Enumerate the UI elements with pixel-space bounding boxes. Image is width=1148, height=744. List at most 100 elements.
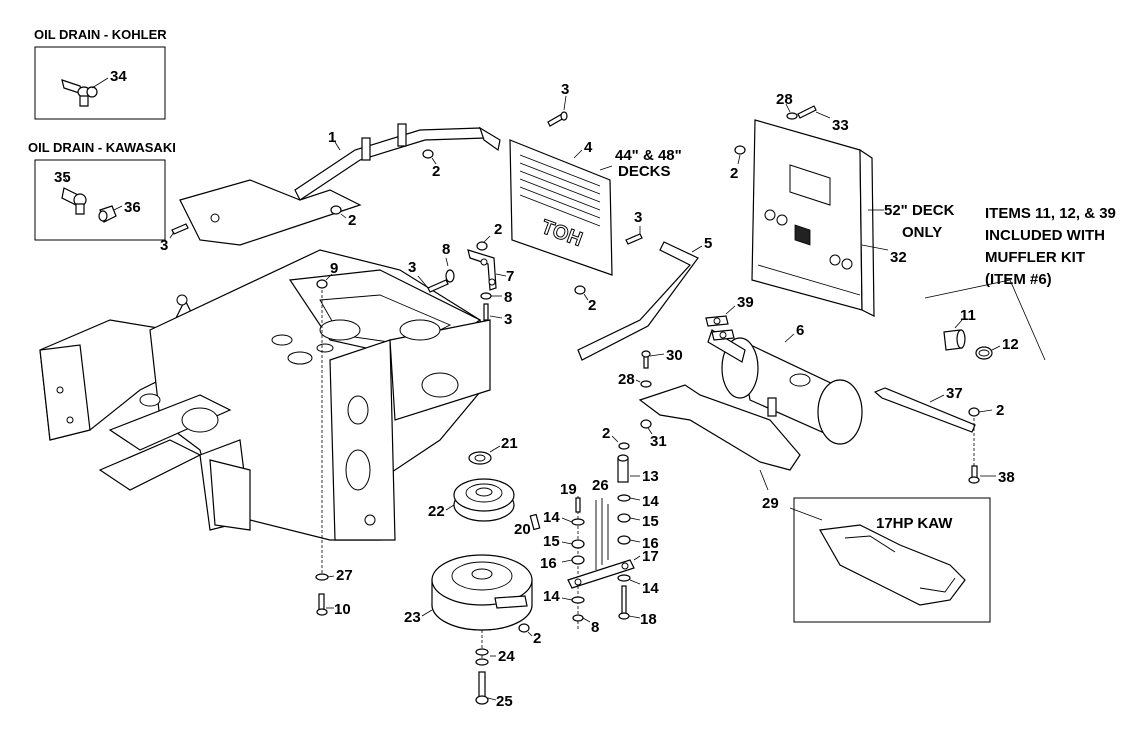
callout-33: 33 — [832, 117, 849, 134]
inset-oil-drain-kawasaki: OIL DRAIN - KAWASAKI 35 36 — [28, 140, 176, 241]
callout-19: 19 — [560, 481, 577, 498]
callout-14b: 14 — [543, 588, 560, 605]
callout-4: 4 — [584, 139, 593, 156]
inset-17hp-frame — [793, 497, 991, 623]
idler-stack-right — [617, 442, 631, 620]
callout-3e: 3 — [634, 209, 642, 226]
idler-stack-left — [571, 496, 585, 630]
part-32-radiator-screen-52 — [751, 119, 875, 317]
part-2-nut-52 — [734, 145, 746, 155]
callout-3b: 3 — [160, 237, 168, 254]
callout-2g: 2 — [730, 165, 738, 182]
callout-17: 17 — [642, 548, 659, 565]
part-24-washers — [475, 648, 489, 666]
callout-31: 31 — [650, 433, 667, 450]
inset-17hp-kaw: 17HP KAW — [793, 497, 991, 623]
callout-26: 26 — [592, 477, 609, 494]
part-30-bolt — [641, 350, 651, 369]
main-frame-assembly — [39, 179, 491, 541]
part-22-pulley — [453, 478, 515, 522]
callout-28b: 28 — [618, 371, 635, 388]
callout-20: 20 — [514, 521, 531, 538]
callout-15a: 15 — [543, 533, 560, 550]
inset-kawasaki-title: OIL DRAIN - KAWASAKI — [28, 140, 176, 155]
callout-2f: 2 — [588, 297, 596, 314]
callout-32: 32 — [890, 249, 907, 266]
part-27-washer — [315, 573, 329, 581]
part-25-bolt — [475, 671, 489, 705]
callout-30: 30 — [666, 347, 683, 364]
screen-louvers — [519, 154, 601, 227]
note-deck-52-line2: ONLY — [902, 224, 942, 241]
callout-37: 37 — [946, 385, 963, 402]
part-21-washer — [468, 451, 492, 465]
inset-17hp-title: 17HP KAW — [876, 515, 953, 532]
part-2-nut-b — [330, 205, 342, 215]
part-3-bolt-bracket — [427, 279, 449, 293]
part-3-bolt-lower — [483, 303, 489, 321]
note-deck-44-48-line2: DECKS — [618, 163, 671, 180]
callout-14c: 14 — [642, 493, 659, 510]
callout-29: 29 — [762, 495, 779, 512]
part-3-bolt-top — [547, 111, 568, 127]
callout-25: 25 — [496, 693, 513, 710]
part-8-washer-b — [480, 292, 492, 300]
part-12-clamp — [975, 346, 993, 360]
note-muffler-kit-line3: MUFFLER KIT — [985, 249, 1085, 266]
note-deck-44-48-line1: 44" & 48" — [615, 147, 682, 164]
callout-36: 36 — [124, 199, 141, 216]
callout-2a: 2 — [432, 163, 440, 180]
note-muffler-kit-line2: INCLUDED WITH — [985, 227, 1105, 244]
callout-7: 7 — [506, 268, 514, 285]
callout-22: 22 — [428, 503, 445, 520]
part-2-nut-screen — [574, 285, 586, 295]
part-39-gasket — [705, 315, 735, 341]
part-23-electric-clutch — [431, 554, 533, 631]
callout-3d: 3 — [504, 311, 512, 328]
note-muffler-kit-line4: (ITEM #6) — [985, 271, 1052, 288]
part-1-frame-bar — [294, 123, 501, 201]
callout-16a: 16 — [540, 555, 557, 572]
callout-14a: 14 — [543, 509, 560, 526]
callout-2e: 2 — [494, 221, 502, 238]
part-20-key — [529, 513, 541, 531]
callout-9: 9 — [330, 260, 338, 277]
part-11-sleeve — [943, 329, 966, 351]
callout-15b: 15 — [642, 513, 659, 530]
callout-38: 38 — [998, 469, 1015, 486]
part-4-radiator-screen: TOH — [509, 139, 613, 276]
callout-16b: 16 — [642, 535, 659, 552]
part-38-bolt — [968, 465, 980, 484]
callout-8b: 8 — [591, 619, 599, 636]
part-2-nut-shield — [968, 407, 980, 417]
part-31-nut — [640, 419, 652, 429]
part-29-deflector — [638, 384, 801, 471]
callout-8a: 8 — [442, 241, 450, 258]
note-deck-52-line1: 52" DECK — [884, 202, 955, 219]
part-37-heat-shield — [873, 387, 976, 433]
callout-1: 1 — [328, 129, 336, 146]
part-26-spring — [595, 498, 609, 570]
callout-3a: 3 — [561, 81, 569, 98]
callout-11: 11 — [960, 307, 976, 324]
callout-2c: 2 — [602, 425, 610, 442]
part-10-bolt — [316, 593, 328, 616]
callout-2h: 2 — [996, 402, 1004, 419]
kohler-drain-fitting — [61, 79, 98, 107]
callout-34: 34 — [110, 68, 127, 85]
callout-23: 23 — [404, 609, 421, 626]
inset-kohler-frame — [34, 46, 166, 120]
callout-28a: 28 — [776, 91, 793, 108]
part-2-nut-bracket — [476, 241, 488, 251]
note-muffler-kit-line1: ITEMS 11, 12, & 39 — [985, 205, 1116, 222]
part-5-rear-bar — [577, 241, 699, 361]
part-8-washer-a — [445, 269, 455, 283]
callout-24: 24 — [498, 648, 515, 665]
callout-10: 10 — [334, 601, 351, 618]
callout-39: 39 — [737, 294, 754, 311]
callout-6: 6 — [796, 322, 804, 339]
callout-5: 5 — [704, 235, 712, 252]
part-3-bolt-screen — [625, 233, 643, 245]
callout-21: 21 — [501, 435, 518, 452]
